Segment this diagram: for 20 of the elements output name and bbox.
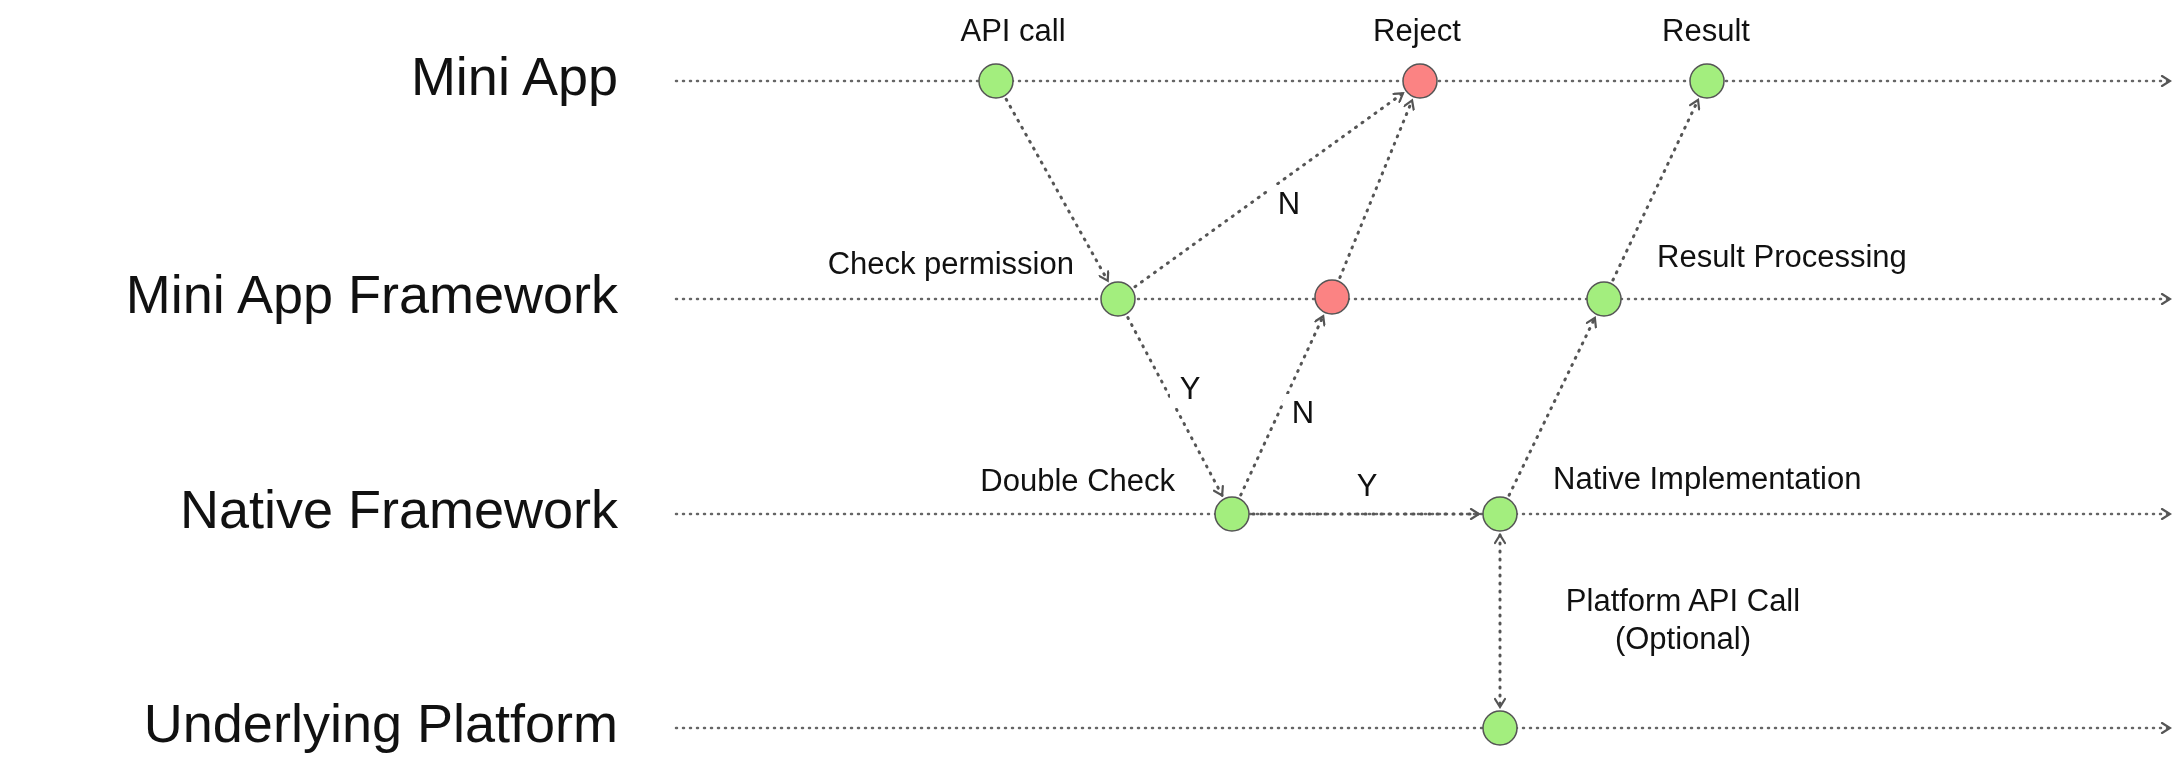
arrow (1126, 316, 1224, 497)
event-label: Check permission (827, 246, 1074, 282)
event-label: Double Check (980, 463, 1175, 499)
arrow (1133, 91, 1405, 289)
arrow (1507, 316, 1597, 497)
arrow (1611, 98, 1701, 282)
lane-label: Underlying Platform (143, 692, 618, 754)
arrow (1004, 97, 1110, 283)
arrow (1251, 507, 1481, 521)
lane-label: Mini App (410, 45, 618, 107)
event-label: Native Implementation (1553, 461, 1862, 497)
arrow (1338, 98, 1415, 280)
lane-label: Native Framework (179, 478, 618, 540)
arrow (1239, 314, 1326, 497)
arrow (1493, 533, 1507, 709)
event-label: Result (1662, 13, 1750, 49)
event-label: API call (960, 13, 1066, 49)
event-label: Reject (1373, 13, 1461, 49)
lane-label: Mini App Framework (125, 263, 618, 325)
event-label: Result Processing (1657, 239, 1907, 275)
